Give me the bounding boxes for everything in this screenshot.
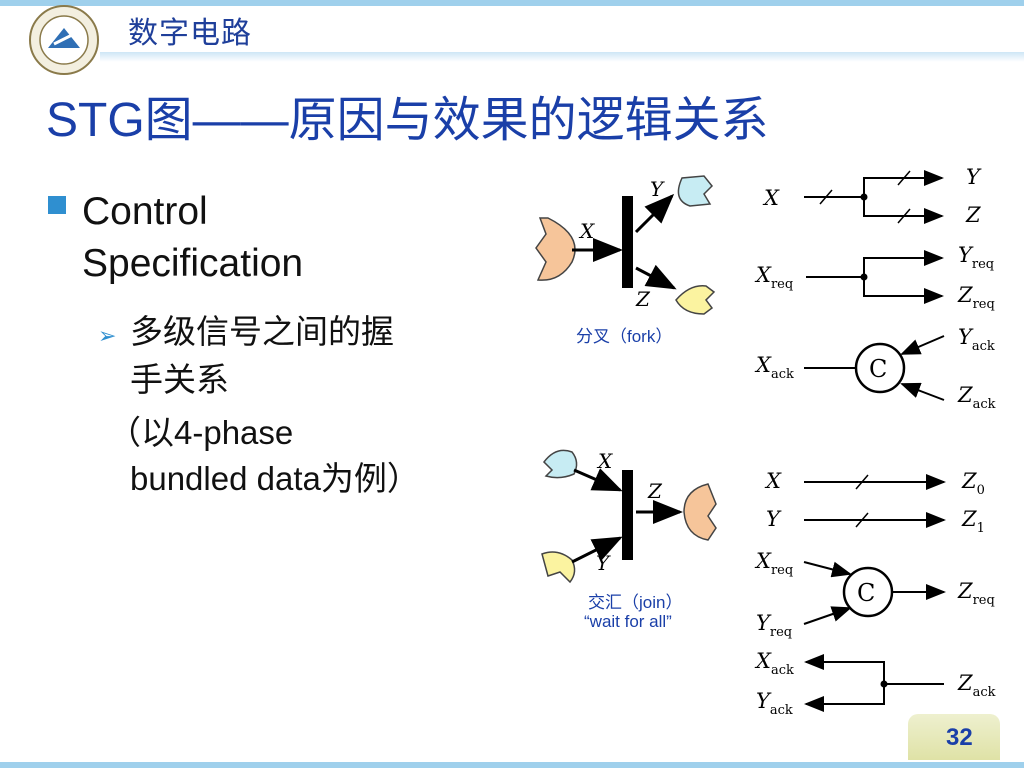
svg-text:Yreq: Yreq (756, 611, 792, 640)
sub-bullet-line: 手关系 (130, 361, 229, 398)
fork-xreq-label: X (754, 263, 772, 287)
fork-yreq-sub: req (972, 257, 994, 272)
example-note: （以4-phase bundled data为例） (108, 410, 420, 502)
fork-xack-sub: ack (771, 367, 794, 382)
join-stg-diagram: X Y Z (541, 449, 717, 584)
join-z0-sub: 0 (977, 483, 985, 498)
svg-text:Zack: Zack (957, 671, 996, 700)
svg-text:Z0: Z0 (961, 469, 985, 498)
join-target-shape (683, 483, 717, 541)
join-zack-label: Z (957, 671, 973, 695)
join-x-source-shape (543, 449, 578, 479)
svg-text:Zack: Zack (957, 383, 996, 412)
join-circuit: X Z0 Y Z1 Xreq Yreq C Zreq Xack Yack Zac… (754, 469, 996, 718)
join-zack-sub: ack (973, 685, 996, 700)
fork-circuit: X Y Z Xreq Yreq Zreq Xack C Yack Zack (754, 165, 996, 412)
join-transition-bar (622, 470, 633, 560)
join-yack-label: Y (756, 689, 772, 713)
page-number-badge: 32 (908, 714, 1000, 760)
course-name: 数字电路 (128, 16, 252, 51)
join-xack-sub: ack (771, 663, 794, 678)
fork-circuit-x-label: X (762, 186, 780, 210)
arrow-bullet-icon: ➢ (98, 324, 117, 349)
fork-y-target-shape (677, 175, 714, 207)
bottom-bar (0, 762, 1024, 768)
sub-bullet-line: 多级信号之间的握 (130, 313, 394, 350)
fork-y-label: Y (650, 177, 665, 201)
join-caption: 交汇（join） (588, 593, 683, 612)
top-bar (0, 0, 1024, 6)
fork-yack-label: Y (958, 325, 974, 349)
sub-bullet-handshake: 多级信号之间的握 手关系 (130, 308, 394, 404)
svg-text:Zreq: Zreq (957, 579, 995, 608)
svg-text:Z1: Z1 (961, 507, 985, 536)
fork-circuit-z-label: Z (965, 203, 981, 227)
join-xreq-label: X (754, 549, 772, 573)
svg-text:Xack: Xack (754, 649, 794, 678)
join-x-label: X (596, 449, 613, 473)
fork-circuit-y-label: Y (966, 165, 982, 189)
fork-transition-bar (622, 196, 633, 288)
bullet-line: Control (82, 190, 208, 233)
join-zreq-sub: req (973, 593, 995, 608)
join-z-label: Z (647, 479, 663, 503)
header-band (100, 52, 1024, 62)
bullet-control-spec: Control Specification (82, 186, 303, 290)
join-z0-label: Z (961, 469, 977, 493)
slide-title: STG图——原因与效果的逻辑关系 (46, 94, 769, 147)
bullet-line: Specification (82, 242, 304, 285)
join-y-source-shape (541, 551, 576, 584)
join-xreq-sub: req (771, 563, 793, 578)
fork-c-element (854, 342, 906, 394)
fork-zack-sub: ack (973, 397, 996, 412)
fork-caption: 分叉（fork） (576, 327, 673, 346)
join-xack-label: X (754, 649, 772, 673)
join-circuit-y-label: Y (766, 507, 782, 531)
fork-yack-sub: ack (972, 339, 995, 354)
page-number: 32 (946, 724, 973, 751)
svg-text:Yack: Yack (756, 689, 793, 718)
fork-zreq-label: Z (957, 283, 973, 307)
fork-stg-diagram: X Y Z (535, 175, 716, 315)
join-circuit-x-label: X (764, 469, 782, 493)
fork-source-shape (535, 217, 576, 281)
fork-yreq-label: Y (958, 243, 974, 267)
fork-xreq-sub: req (771, 277, 793, 292)
fork-x-label: X (578, 219, 595, 243)
svg-text:Xack: Xack (754, 353, 794, 382)
square-bullet-icon (48, 196, 66, 214)
join-yreq-sub: req (770, 625, 792, 640)
note-line: bundled data为例） (130, 460, 420, 497)
join-yreq-label: Y (756, 611, 772, 635)
join-yack-sub: ack (770, 703, 793, 718)
note-line: （以4-phase (108, 414, 294, 451)
join-c-element-label: C (857, 579, 875, 607)
svg-text:Yreq: Yreq (958, 243, 994, 272)
join-y-label: Y (596, 551, 611, 575)
fork-xack-label: X (754, 353, 772, 377)
university-logo (29, 5, 99, 75)
fork-c-element-label: C (869, 355, 887, 383)
join-z1-label: Z (961, 507, 977, 531)
svg-text:Yack: Yack (958, 325, 995, 354)
join-zreq-label: Z (957, 579, 973, 603)
fork-z-label: Z (635, 287, 651, 311)
svg-text:Xreq: Xreq (754, 263, 793, 292)
fork-zack-label: Z (957, 383, 973, 407)
svg-text:Zreq: Zreq (957, 283, 995, 312)
fork-z-target-shape (675, 285, 716, 315)
join-z1-sub: 1 (977, 521, 985, 536)
join-caption-quote: “wait for all” (584, 612, 672, 631)
fork-zreq-sub: req (973, 297, 995, 312)
svg-text:Xreq: Xreq (754, 549, 793, 578)
